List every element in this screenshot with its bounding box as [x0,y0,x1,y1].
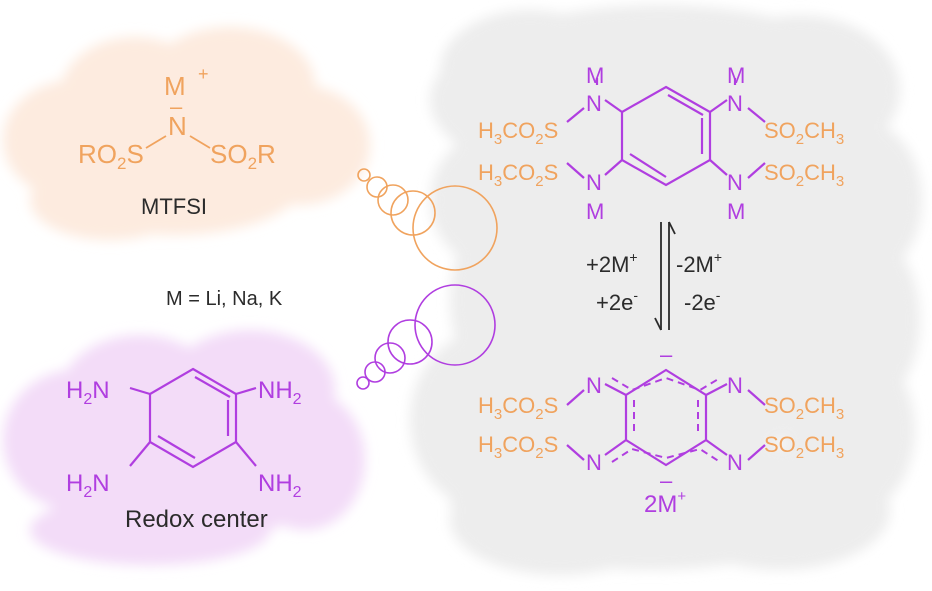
reverse-ion-label: -2M+ [676,249,722,277]
forward-electron-label: +2e- [596,287,638,315]
amine-bottom-left: H2N [66,470,110,501]
mtfsi-bond-right [189,135,211,149]
reduced-group-top-left: H3CO2S [478,118,558,148]
mtfsi-caption: MTFSI [141,194,207,219]
orange-cloud [3,27,370,240]
reduced-group-top-right: SO2CH3 [764,118,844,148]
metal-top-right: M [727,63,745,88]
mtfsi-right-group: SO2R [210,139,276,173]
reduced-group-bottom-left: H3CO2S [478,160,558,190]
oxidized-nitrogen-bottom-left: N [586,450,602,475]
equilibrium-arrows [654,221,676,331]
mtfsi-structure: M + – N RO2S SO2R MTFSI [78,64,276,219]
amine-bottom-right: NH2 [258,470,302,501]
metal-bottom-right: M [727,199,745,224]
gray-cloud [410,5,922,575]
oxidized-group-bottom-right: SO2CH3 [764,432,844,462]
oxidized-group-top-left: H3CO2S [478,393,558,423]
mtfsi-nitrogen: N [168,111,187,141]
metal-bottom-left: M [586,199,604,224]
benzene-ring [129,367,257,469]
oxidized-group-bottom-left: H3CO2S [478,432,558,462]
nitrogen-bottom-left: N [586,170,602,195]
orange-thought-bubbles [357,168,498,271]
forward-ion-label: +2M+ [586,249,638,277]
mtfsi-cation-charge: + [198,64,209,84]
bubble [414,284,496,366]
reverse-electron-label: -2e- [684,287,721,315]
oxidized-structure: – N N N N – 2M+ H3CO2S H3CO2S SO2CH3 SO2… [478,342,844,518]
oxidized-ring [566,368,766,467]
bubble [412,185,498,271]
bubble [387,319,433,365]
metal-top-left: M [586,63,604,88]
nitrogen-bottom-right: N [727,170,743,195]
oxidized-group-top-right: SO2CH3 [764,393,844,423]
oxidized-nitrogen-bottom-right: N [727,450,743,475]
m-definition: M = Li, Na, K [166,288,283,310]
mtfsi-left-group: RO2S [78,139,144,173]
oxidized-counter-ion: 2M+ [644,488,686,518]
mtfsi-anion-charge: – [170,94,183,119]
purple-thought-bubbles [356,284,496,390]
nitrogen-top-left: N [586,91,602,116]
oxidized-top-charge: – [660,342,673,367]
oxidized-bottom-charge: – [660,468,673,493]
reduced-structure: M M N N N N M M H3CO2S H3CO2S SO2CH3 SO2… [478,63,844,224]
reduced-group-bottom-right: SO2CH3 [764,160,844,190]
oxidized-nitrogen-top-right: N [727,373,743,398]
bubble [377,184,409,216]
reduced-benzene-ring [566,78,766,187]
forward-arrowhead [654,317,662,331]
bubble [374,342,406,374]
reaction-labels: +2M+ +2e- -2M+ -2e- [586,249,722,315]
redox-caption: Redox center [125,506,268,533]
amine-top-left: H2N [66,377,110,408]
bubble [356,376,370,390]
amine-top-right: NH2 [258,377,302,408]
reverse-arrowhead [668,221,676,235]
bubble [364,361,386,383]
mtfsi-cation: M [164,71,186,101]
nitrogen-top-right: N [727,91,743,116]
bubble [357,168,371,182]
delocalized-bonds [611,376,721,463]
mtfsi-bond-left [145,135,167,149]
oxidized-nitrogen-top-left: N [586,373,602,398]
bubble [366,176,388,198]
redox-center-structure: H2N NH2 H2N NH2 Redox center [66,367,302,533]
